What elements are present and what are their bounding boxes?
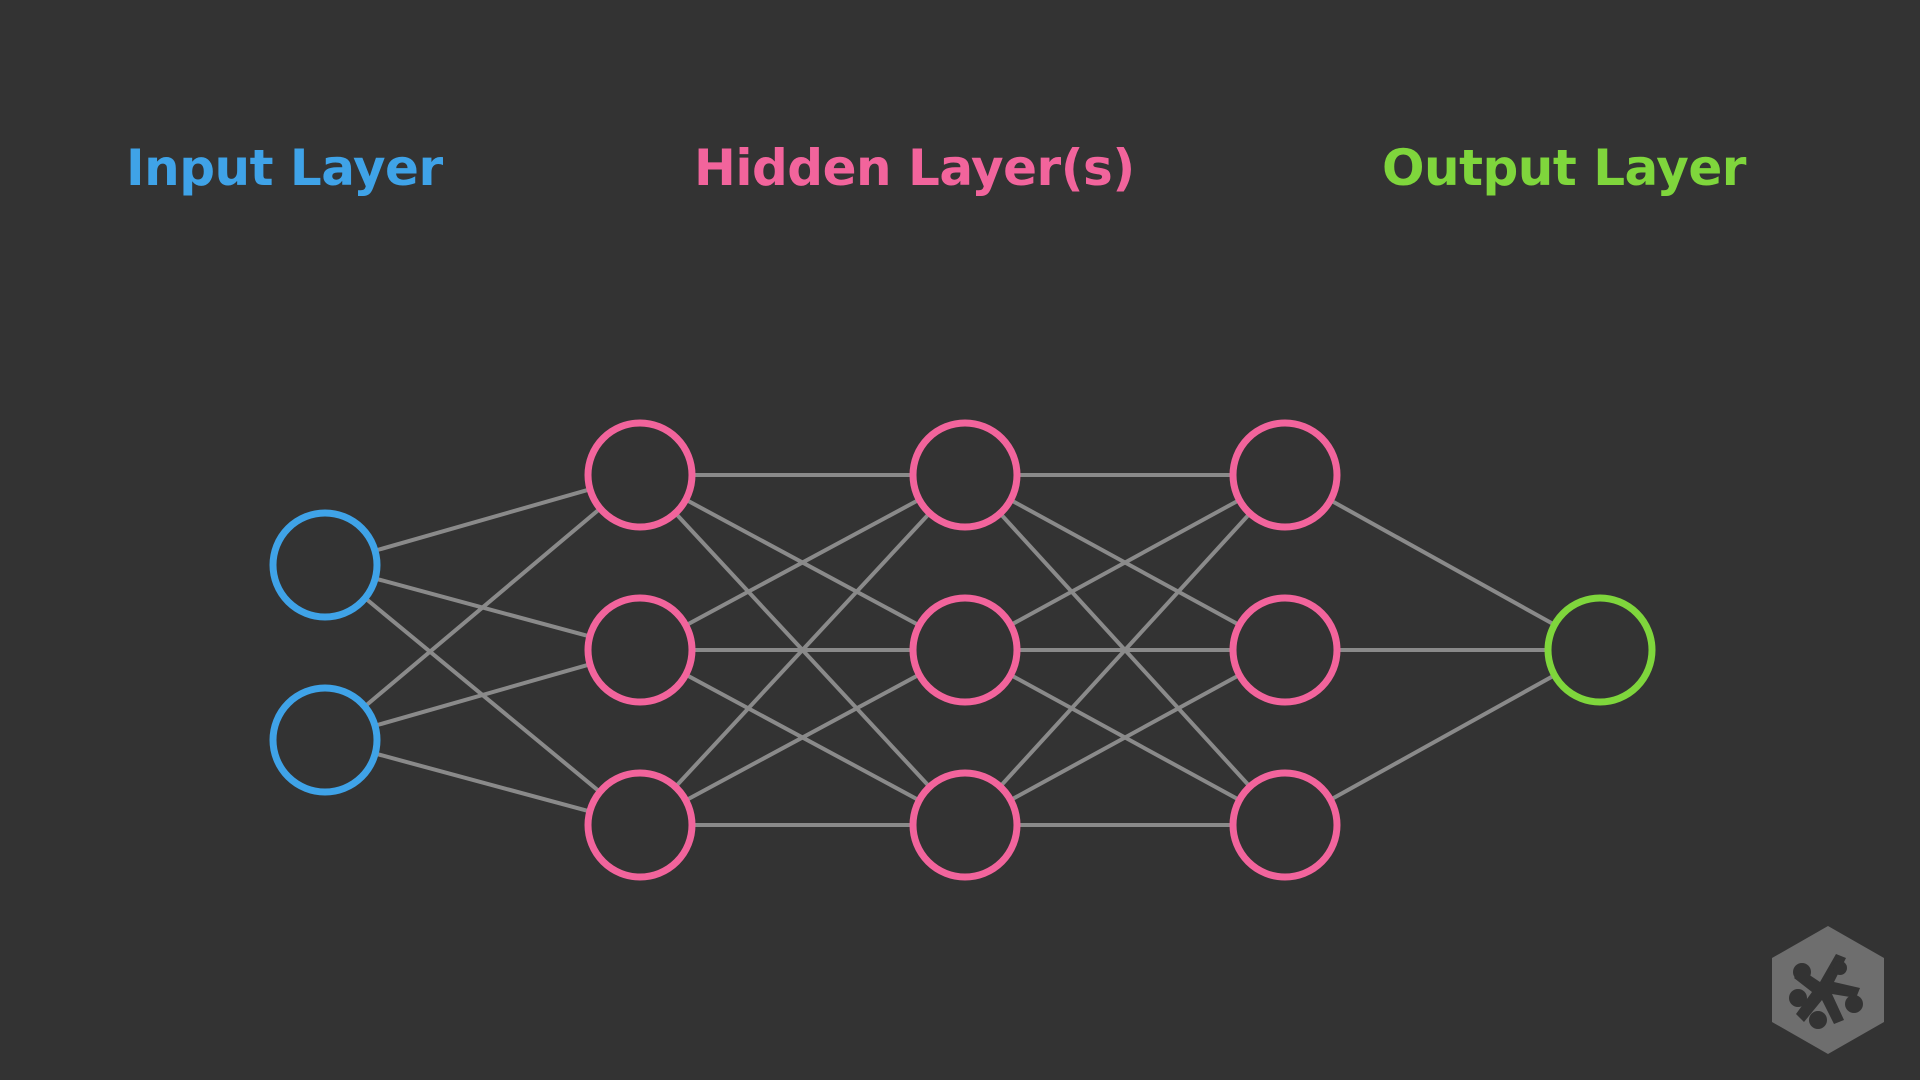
neuron-node-input-1-2 <box>269 684 381 796</box>
neuron-node-hidden-3-3 <box>909 769 1021 881</box>
neuron-node-hidden-4-2 <box>1229 594 1341 706</box>
neuron-node-hidden-4-1 <box>1229 419 1341 531</box>
watermark-logo-icon <box>1772 926 1884 1054</box>
output-layer-label: Output Layer <box>1382 139 1746 197</box>
neuron-node-hidden-2-1 <box>584 419 696 531</box>
connection-edge <box>1328 673 1557 802</box>
neuron-node-output-5-1 <box>1544 594 1656 706</box>
nodes-group <box>269 419 1656 881</box>
connection-edge <box>1328 498 1557 627</box>
input-layer-label: Input Layer <box>126 139 443 197</box>
connection-edge <box>1008 672 1242 803</box>
connection-edge <box>683 497 922 628</box>
neuron-branch-shape <box>1789 954 1863 1029</box>
hidden-layer-label: Hidden Layer(s) <box>694 139 1135 197</box>
connection-edge <box>362 506 603 709</box>
neuron-node-input-1-1 <box>269 509 381 621</box>
connection-edge <box>1008 497 1242 628</box>
connection-edge <box>683 672 922 803</box>
connection-edge <box>372 487 593 553</box>
neuron-node-hidden-4-3 <box>1229 769 1341 881</box>
connection-edge <box>372 662 593 728</box>
edges-group <box>362 473 1557 827</box>
connection-edge <box>373 751 592 814</box>
neuron-node-hidden-2-3 <box>584 769 696 881</box>
neuron-node-hidden-3-1 <box>909 419 1021 531</box>
neuron-node-hidden-2-2 <box>584 594 696 706</box>
neuron-node-hidden-3-2 <box>909 594 1021 706</box>
connection-edge <box>673 511 932 789</box>
connection-edge <box>998 511 1252 789</box>
